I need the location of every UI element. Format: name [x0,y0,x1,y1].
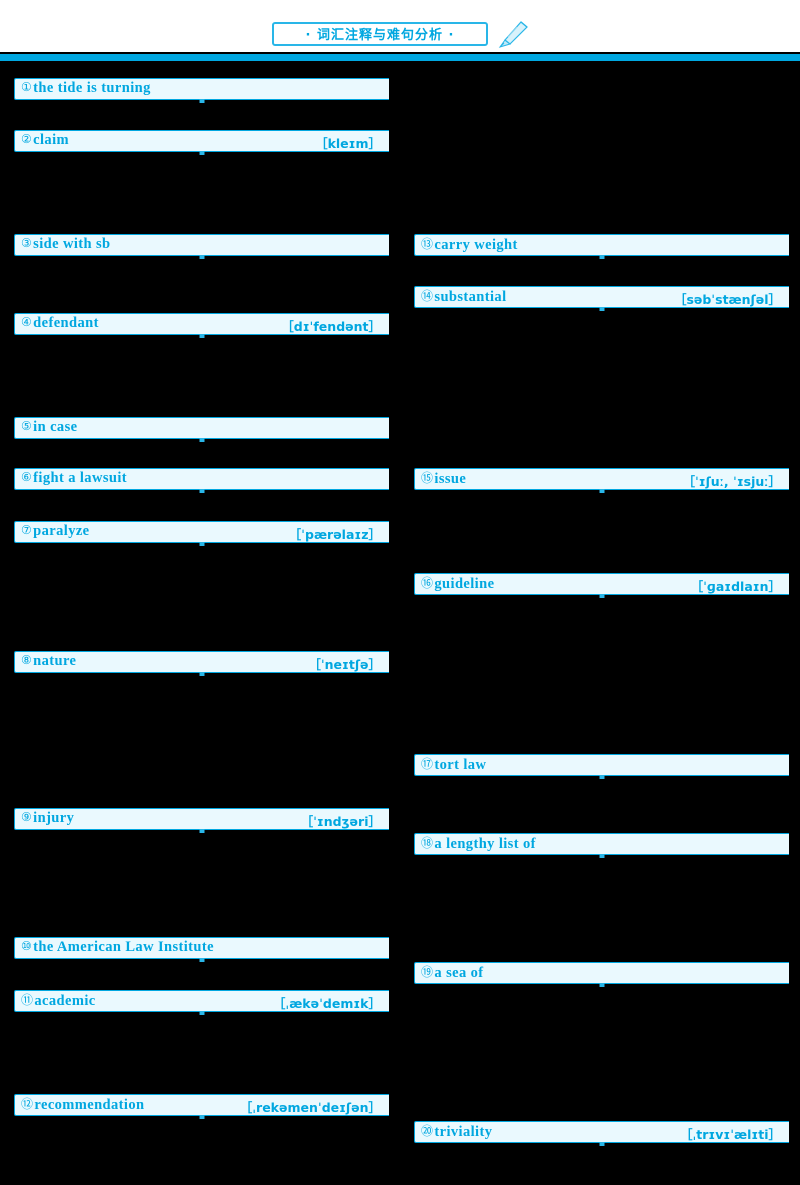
vocab-phonetic: ［ˌtrɪvɪˈælɪti］ [679,1127,781,1142]
vocab-entry: ②claim ［kleɪm］ [14,130,389,155]
vocab-index: ⑩ [21,939,33,953]
vocab-entry: ⑱a lengthy list of [414,833,789,858]
vocab-word: ⑱a lengthy list of [421,836,536,852]
vocab-entry: ⑥fight a lawsuit [14,468,389,493]
vocab-word: ⑦paralyze [21,523,90,539]
entry-tick-marker [199,489,205,493]
vocab-index: ⑳ [421,1124,434,1138]
vocab-word: ⑭substantial [421,289,507,305]
entry-tick-marker [199,1115,205,1119]
entry-tick-marker [199,1011,205,1015]
entry-tick-marker [199,829,205,833]
vocab-word: ⑬carry weight [421,237,518,253]
vocab-phonetic: ［ˈɪʃuː, ˈɪsjuː］ [682,474,781,489]
entry-tick-marker [599,983,605,987]
entry-tick-marker [199,99,205,103]
vocab-word: ⑫recommendation [21,1097,145,1113]
vocab-index: ⑯ [421,576,434,590]
vocab-word: ①the tide is turning [21,80,151,96]
vocab-entry: ⑰tort law [414,754,789,779]
vocab-word: ⑯guideline [421,576,495,592]
vocab-entry: ⑧nature ［ˈneɪtʃə］ [14,651,389,676]
vocab-entry: ⑫recommendation ［ˌrekəmenˈdeɪʃən］ [14,1094,389,1119]
vocab-word: ⑨injury [21,810,75,826]
vocab-index: ⑭ [421,289,434,303]
vocab-index: ⑤ [21,419,33,433]
vocab-index: ⑦ [21,523,33,537]
entry-tick-marker [599,775,605,779]
vocab-entry: ①the tide is turning [14,78,389,103]
entry-tick-marker [599,594,605,598]
vocab-phonetic: ［səbˈstænʃəl］ [673,292,781,307]
entry-tick-marker [199,542,205,546]
entry-tick-marker [599,1142,605,1146]
entry-tick-marker [199,958,205,962]
vocab-entry: ⑤in case [14,417,389,442]
vocab-word: ⑰tort law [421,757,487,773]
vocab-entry: ③side with sb [14,234,389,259]
vocab-index: ⑧ [21,653,33,667]
vocab-phonetic: ［ˌrekəmenˈdeɪʃən］ [239,1100,381,1115]
vocab-index: ⑪ [21,993,34,1007]
page-title: · 词汇注释与难句分析 · [272,22,488,46]
vocab-word: ⑪academic [21,993,96,1009]
entry-tick-marker [599,255,605,259]
vocab-index: ⑰ [421,757,434,771]
vocab-word: ⑥fight a lawsuit [21,470,127,486]
vocab-index: ② [21,132,33,146]
vocab-index: ⑨ [21,810,33,824]
vocab-word: ②claim [21,132,69,148]
entry-tick-marker [599,854,605,858]
vocab-word: ④defendant [21,315,99,331]
vocab-phonetic: ［ˈɪndʒəri］ [300,814,381,829]
entry-tick-marker [199,438,205,442]
vocab-entry: ⑦paralyze ［ˈpærəlaɪz］ [14,521,389,546]
vocab-entry: ⑳triviality ［ˌtrɪvɪˈælɪti］ [414,1121,789,1146]
vocab-index: ⑥ [21,470,33,484]
vocab-entry: ⑲a sea of [414,962,789,987]
vocab-phonetic: ［ˈɡaɪdlaɪn］ [690,579,781,594]
vocab-word: ⑮issue [421,471,467,487]
vocab-entry: ⑪academic ［ˌækəˈdemɪk］ [14,990,389,1015]
vocab-entry: ⑬carry weight [414,234,789,259]
vocab-word: ⑤in case [21,419,78,435]
vocab-phonetic: ［ˈneɪtʃə］ [308,657,381,672]
vocab-word: ⑧nature [21,653,77,669]
vocab-index: ④ [21,315,33,329]
vocab-index: ⑲ [421,965,434,979]
header-band: · 词汇注释与难句分析 · [0,0,800,52]
vocab-word: ⑲a sea of [421,965,484,981]
entry-tick-marker [199,255,205,259]
vocab-word: ⑩the American Law Institute [21,939,214,955]
vocab-phonetic: ［ˈpærəlaɪz］ [288,527,381,542]
vocab-entry: ⑨injury ［ˈɪndʒəri］ [14,808,389,833]
vocab-word: ③side with sb [21,236,111,252]
vocab-index: ⑱ [421,836,434,850]
vocab-word: ⑳triviality [421,1124,493,1140]
vocab-index: ③ [21,236,33,250]
vocab-phonetic: ［kleɪm］ [315,136,381,151]
vocab-entry: ⑩the American Law Institute [14,937,389,962]
vocab-phonetic: ［ˌækəˈdemɪk］ [272,996,381,1011]
vocab-entry: ④defendant ［dɪˈfendənt］ [14,313,389,338]
entry-tick-marker [199,672,205,676]
entry-tick-marker [199,334,205,338]
header-rule [0,54,800,61]
vocab-index: ⑫ [21,1097,34,1111]
pen-nib-icon [498,21,528,48]
vocab-phonetic: ［dɪˈfendənt］ [281,319,381,334]
entry-tick-marker [199,151,205,155]
entry-tick-marker [599,489,605,493]
vocab-entry: ⑭substantial ［səbˈstænʃəl］ [414,286,789,311]
vocab-entry: ⑯guideline ［ˈɡaɪdlaɪn］ [414,573,789,598]
vocab-entry: ⑮issue ［ˈɪʃuː, ˈɪsjuː］ [414,468,789,493]
entry-tick-marker [599,307,605,311]
vocab-index: ⑮ [421,471,434,485]
vocab-index: ⑬ [421,237,434,251]
vocab-index: ① [21,80,33,94]
